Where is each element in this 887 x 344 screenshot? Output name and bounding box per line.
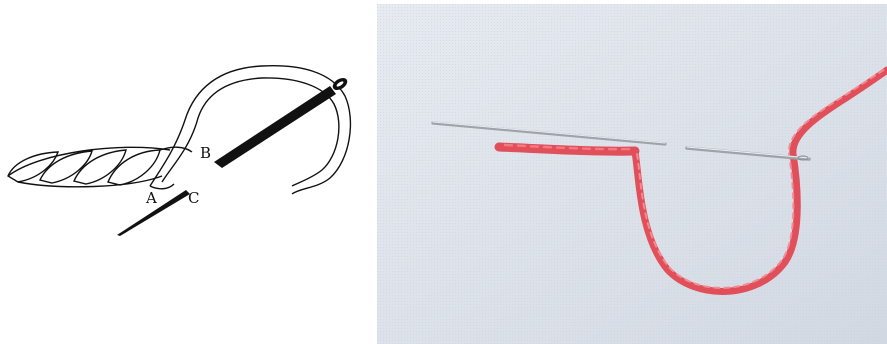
needle-upper [214,75,349,168]
fabric-texture [377,4,887,344]
diagram-svg: A B C [0,0,372,344]
thread-loop-outer [150,66,350,194]
photo-svg [377,4,887,344]
stitched-rope [8,147,170,187]
thread-loop-inner [162,78,339,186]
thread-loop [150,66,350,194]
stem-stitch-photo [377,4,887,344]
label-a: A [145,189,157,207]
label-b: B [200,144,211,162]
label-c: C [188,189,199,207]
stem-stitch-diagram: A B C [0,0,372,344]
needle-upper-shaft [214,86,336,168]
